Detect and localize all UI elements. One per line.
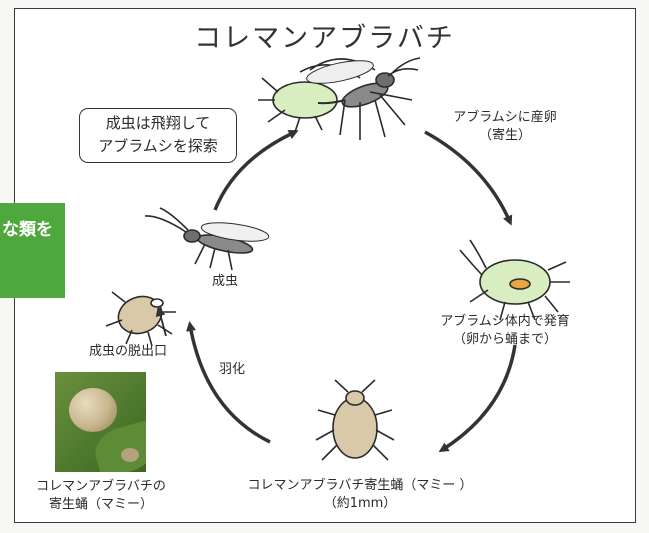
label-develop: アブラムシ体内で発育 （卵から蛹まで） bbox=[420, 313, 590, 349]
label-mummy-line2: （約1mm） bbox=[205, 495, 515, 513]
arrow-develop-to-mummy bbox=[442, 345, 515, 450]
mummy-photo bbox=[55, 372, 146, 472]
label-exit-hole: 成虫の脱出口 bbox=[78, 343, 178, 361]
label-lay-egg-line1: アブラムシに産卵 bbox=[430, 109, 580, 127]
arrow-mummy-to-exit bbox=[190, 325, 270, 442]
label-lay-egg: アブラムシに産卵 （寄生） bbox=[430, 109, 580, 145]
arrow-laying-to-develop bbox=[425, 132, 510, 222]
wasp-laying-egg-icon bbox=[258, 56, 420, 140]
search-callout-box: 成虫は飛翔して アブラムシを探索 bbox=[79, 108, 237, 163]
label-develop-line2: （卵から蛹まで） bbox=[420, 331, 590, 349]
label-adult: 成虫 bbox=[205, 273, 245, 291]
label-develop-line1: アブラムシ体内で発育 bbox=[420, 313, 590, 331]
emerged-mummy-icon bbox=[106, 291, 176, 346]
label-lay-egg-line2: （寄生） bbox=[430, 127, 580, 145]
callout-line1: 成虫は飛翔して bbox=[80, 112, 236, 135]
label-emerge: 羽化 bbox=[212, 361, 252, 379]
mummy-aphid-icon bbox=[316, 380, 394, 460]
callout-line2: アブラムシを探索 bbox=[80, 135, 236, 158]
photo-caption-line1: コレマンアブラバチの bbox=[26, 478, 176, 496]
photo-caption: コレマンアブラバチの 寄生蛹（マミー） bbox=[26, 478, 176, 514]
label-mummy: コレマンアブラバチ寄生蛹（マミー ） （約1mm） bbox=[205, 477, 515, 513]
adult-wasp-icon bbox=[145, 208, 270, 270]
label-mummy-line1: コレマンアブラバチ寄生蛹（マミー ） bbox=[205, 477, 515, 495]
parasitized-aphid-icon bbox=[460, 240, 570, 320]
photo-caption-line2: 寄生蛹（マミー） bbox=[26, 496, 176, 514]
